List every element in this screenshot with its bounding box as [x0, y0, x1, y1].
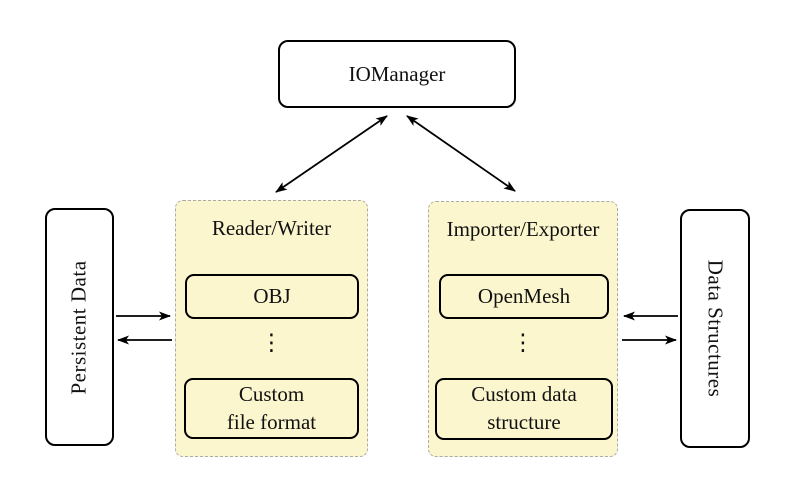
reader-writer-panel: Reader/Writer OBJ ⋮ Custom file format — [175, 200, 368, 457]
arrow-iomanager-readerwriter — [275, 115, 388, 193]
vertical-ellipsis: ⋮ — [511, 330, 535, 356]
custom-data-structure-node: Custom data structure — [435, 378, 613, 440]
persistent-data-label: Persistent Data — [67, 259, 91, 395]
arrow-iomanager-importerexporter — [406, 115, 516, 192]
iomanager-node: IOManager — [278, 40, 516, 108]
iomanager-label: IOManager — [348, 61, 446, 86]
importer-exporter-panel: Importer/Exporter OpenMesh ⋮ Custom data… — [428, 201, 618, 457]
vertical-ellipsis: ⋮ — [260, 330, 283, 356]
obj-node: OBJ — [185, 274, 359, 319]
openmesh-node: OpenMesh — [439, 274, 609, 319]
reader-writer-title: Reader/Writer — [211, 216, 332, 240]
data-structures-label: Data Structures — [703, 259, 728, 398]
persistent-data-node: Persistent Data — [45, 208, 114, 446]
custom-file-format-node: Custom file format — [184, 378, 359, 439]
data-structures-node: Data Structures — [680, 209, 750, 448]
importer-exporter-title: Importer/Exporter — [446, 217, 600, 241]
